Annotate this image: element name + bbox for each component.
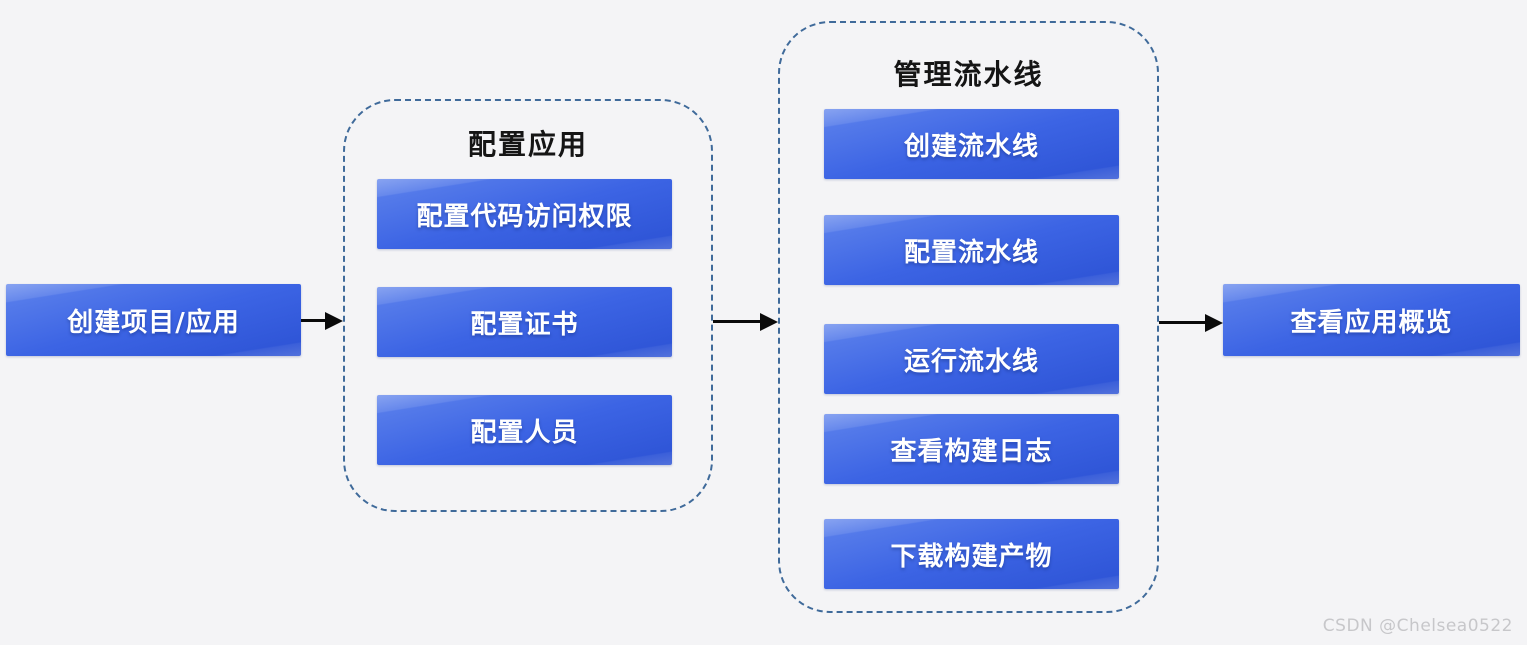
node-view-app-overview: 查看应用概览 — [1223, 284, 1520, 356]
node-configure-code-access-label: 配置代码访问权限 — [416, 201, 633, 232]
node-view-build-log-label: 查看构建日志 — [890, 436, 1053, 467]
node-configure-pipeline-label: 配置流水线 — [903, 237, 1039, 268]
node-configure-certificate: 配置证书 — [377, 287, 672, 357]
node-download-artifacts-label: 下载构建产物 — [890, 541, 1053, 572]
node-configure-personnel-label: 配置人员 — [470, 417, 579, 448]
group-configure-app-title: 配置应用 — [467, 128, 588, 161]
node-view-build-log: 查看构建日志 — [824, 414, 1119, 484]
group-configure-app: 配置应用 配置代码访问权限 配置证书 配置人员 — [343, 99, 713, 512]
node-create-pipeline-label: 创建流水线 — [903, 131, 1039, 162]
node-run-pipeline: 运行流水线 — [824, 324, 1119, 394]
node-create-project: 创建项目/应用 — [6, 284, 301, 356]
watermark: CSDN @Chelsea0522 — [1322, 616, 1513, 636]
node-configure-pipeline: 配置流水线 — [824, 215, 1119, 285]
arrow-right-icon — [713, 320, 760, 323]
node-configure-certificate-label: 配置证书 — [470, 309, 579, 340]
node-download-artifacts: 下载构建产物 — [824, 519, 1119, 589]
group-manage-pipeline-title: 管理流水线 — [893, 58, 1044, 91]
group-manage-pipeline: 管理流水线 创建流水线 配置流水线 运行流水线 查看构建日志 下载构建产物 — [778, 21, 1159, 613]
arrow-right-icon — [301, 319, 325, 322]
node-view-app-overview-label: 查看应用概览 — [1290, 307, 1453, 338]
node-create-pipeline: 创建流水线 — [824, 109, 1119, 179]
arrow-right-icon — [1159, 321, 1205, 324]
node-run-pipeline-label: 运行流水线 — [903, 346, 1039, 377]
node-create-project-label: 创建项目/应用 — [67, 307, 240, 338]
node-configure-personnel: 配置人员 — [377, 395, 672, 465]
node-configure-code-access: 配置代码访问权限 — [377, 179, 672, 249]
